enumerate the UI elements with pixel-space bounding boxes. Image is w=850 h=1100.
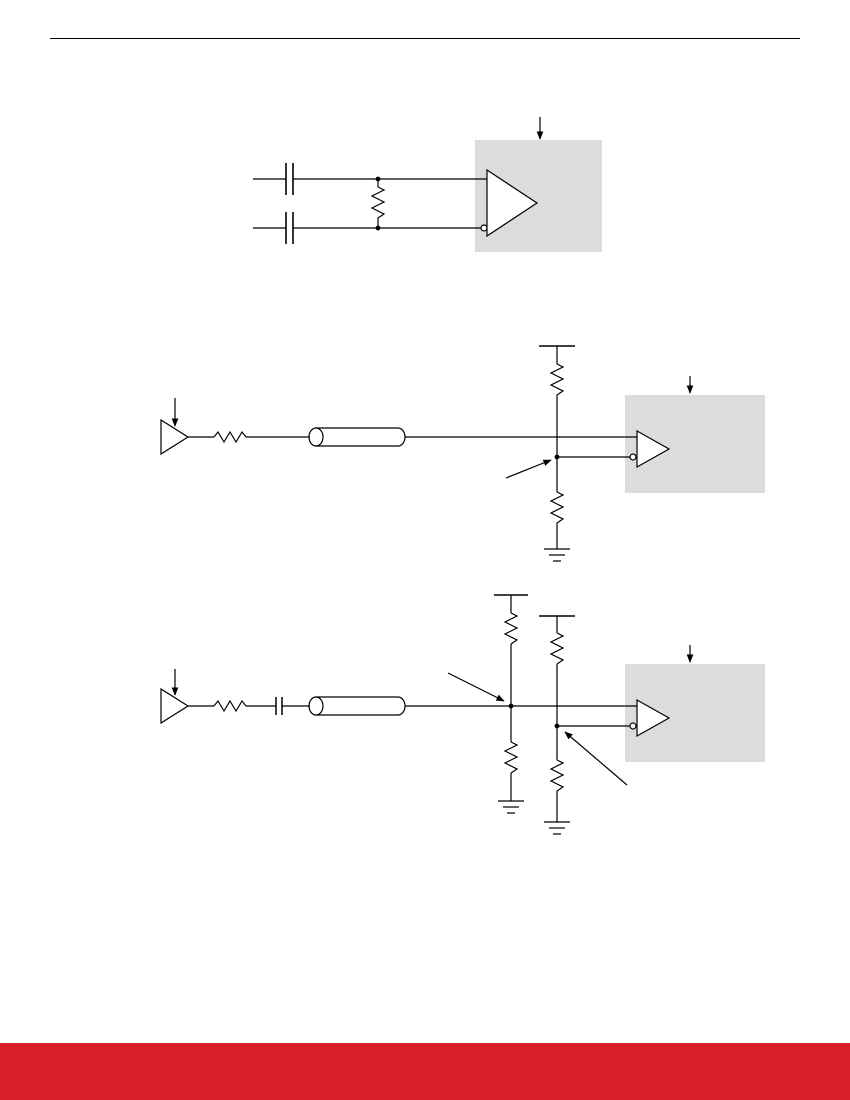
pullup-resistor bbox=[549, 632, 565, 665]
series-resistor bbox=[213, 699, 247, 713]
series-resistor bbox=[213, 430, 247, 444]
termination-resistor bbox=[370, 179, 386, 228]
junction-dot bbox=[375, 176, 381, 182]
callout-arrow bbox=[447, 672, 505, 702]
transmission-line bbox=[308, 696, 406, 716]
header-rule bbox=[50, 38, 800, 39]
pulldown-resistor bbox=[549, 491, 565, 524]
ground-symbol bbox=[498, 800, 524, 814]
callout-arrow bbox=[564, 731, 628, 786]
coupling-capacitor bbox=[275, 697, 283, 715]
pulldown-resistor bbox=[503, 741, 519, 774]
capacitor-top bbox=[253, 163, 294, 195]
ground-symbol bbox=[544, 548, 570, 562]
inverting-input-bubble bbox=[480, 224, 488, 232]
transmission-line bbox=[308, 427, 406, 447]
pullup-resistor bbox=[503, 612, 519, 645]
callout-arrow bbox=[505, 459, 552, 479]
inverting-input-bubble bbox=[629, 453, 637, 461]
pullup-resistor bbox=[549, 363, 565, 396]
driver-triangle bbox=[160, 418, 190, 456]
receiver-triangle bbox=[636, 698, 671, 738]
pulldown-resistor bbox=[549, 759, 565, 792]
capacitor-bottom bbox=[253, 212, 294, 244]
receiver-triangle bbox=[636, 429, 671, 469]
driver-triangle bbox=[160, 687, 190, 725]
footer-band bbox=[0, 1043, 850, 1100]
ground-symbol bbox=[544, 821, 570, 835]
circuit-single-ended-ac bbox=[160, 594, 765, 835]
circuit-single-ended-dc bbox=[160, 345, 765, 562]
circuit-ac-differential bbox=[253, 117, 602, 252]
circuit-diagrams bbox=[160, 117, 765, 835]
junction-dot bbox=[375, 225, 381, 231]
differential-receiver-triangle bbox=[486, 168, 539, 238]
junction-dot bbox=[508, 703, 514, 709]
inverting-input-bubble bbox=[629, 722, 637, 730]
